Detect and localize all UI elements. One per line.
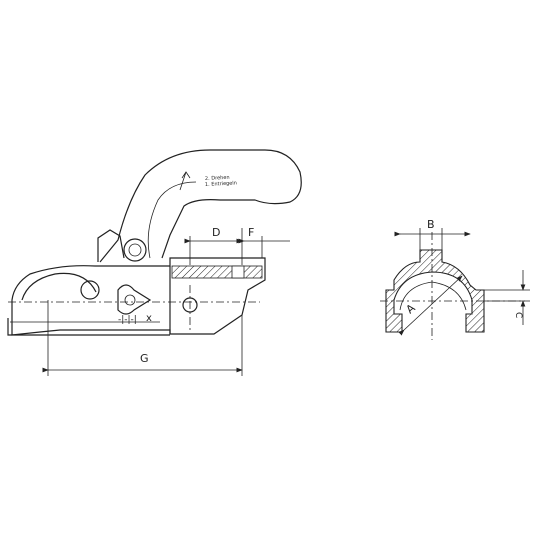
dim-a-label: A <box>404 301 418 316</box>
dim-c-label: C <box>513 312 523 318</box>
coupling-body-outline <box>11 257 266 336</box>
pivot-bolt <box>123 238 147 262</box>
handle-text-unlock: 1. Entriegeln <box>205 180 237 188</box>
ball-socket-arc <box>21 272 97 301</box>
pivot-lug <box>97 229 125 262</box>
dim-f-label: F <box>248 226 254 239</box>
ball-socket-section: B A C <box>380 218 530 340</box>
handle-outline <box>99 149 302 263</box>
wear-indicator <box>117 284 152 315</box>
handle-arrow-icon <box>179 171 191 191</box>
dim-b-label: B <box>427 218 435 231</box>
wear-x-label: x <box>146 313 152 324</box>
coupling-base-flange <box>7 318 170 336</box>
dim-d-label: D <box>212 226 220 239</box>
dim-g-label: G <box>140 352 149 365</box>
handle-text-turn: 2. Drehen <box>205 175 230 182</box>
socket-shell <box>385 249 485 333</box>
section-hatch <box>171 265 263 279</box>
wear-marks: -|-|-| <box>118 315 137 325</box>
coupling-head-view: 2. Drehen 1. Entriegeln -|-|-| x D F G <box>7 149 302 376</box>
dim-a-line <box>398 275 463 336</box>
